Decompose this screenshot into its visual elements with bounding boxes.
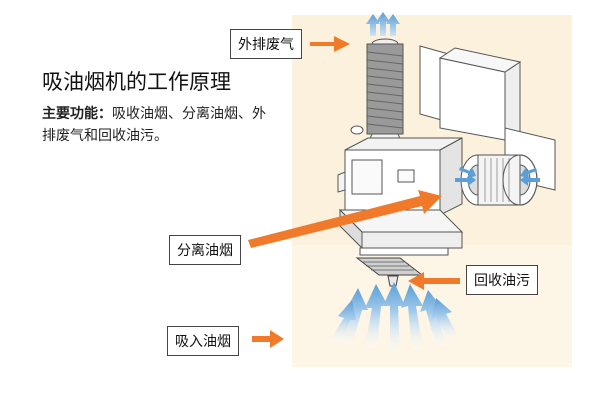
exhaust-air-arrows	[366, 12, 400, 36]
recover-pointer-arrow	[408, 272, 460, 290]
intake-airflow-arrows	[330, 282, 458, 352]
chimney-cover	[419, 45, 522, 141]
recover-oil-label: 回收油污	[466, 265, 538, 295]
fan-airflow-arrows	[455, 167, 540, 186]
intake-smoke-label: 吸入油烟	[167, 326, 239, 356]
function-text: 吸收油烟、分离油烟、外排废气和回收油污。	[42, 106, 266, 144]
pointer-arrows	[248, 36, 460, 348]
exhaust-duct	[350, 38, 405, 149]
function-description: 主要功能：吸收油烟、分离油烟、外排废气和回收油污。	[42, 103, 267, 147]
page-title: 吸油烟机的工作原理	[42, 70, 231, 94]
intake-pointer-arrow	[252, 330, 284, 348]
exhaust-label: 外排废气	[230, 29, 302, 59]
separate-pointer-arrow	[248, 190, 442, 248]
separate-smoke-label: 分离油烟	[169, 235, 241, 265]
exhaust-pointer-arrow	[310, 36, 350, 52]
function-heading: 主要功能：	[42, 106, 112, 122]
